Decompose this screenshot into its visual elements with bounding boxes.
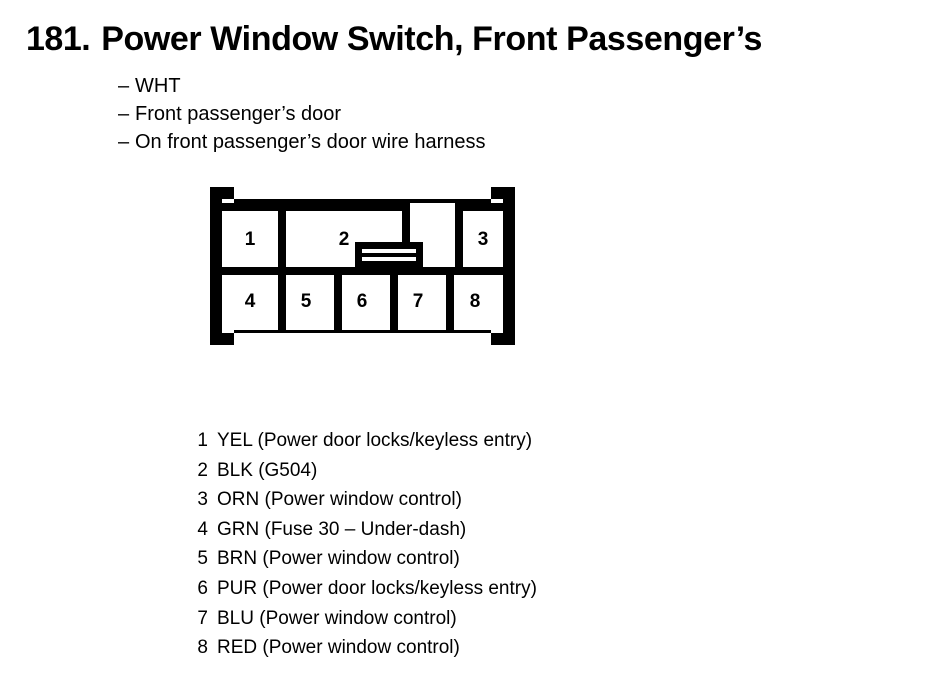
row-divider (222, 267, 503, 275)
cavity-4-5-divider (278, 267, 286, 333)
pin-legend-row: 7 BLU (Power window control) (186, 608, 806, 638)
pin-description: ORN (Power window control) (217, 489, 462, 511)
note-item-label: Front passenger’s door (135, 103, 342, 125)
note-item-label: On front passenger’s door wire harness (135, 131, 486, 153)
latch-tab-slot-upper (362, 249, 416, 253)
dash-bullet-icon: – (118, 131, 130, 153)
top-row-edge (222, 203, 410, 211)
note-item: – Front passenger’s door (118, 100, 718, 128)
dash-bullet-icon: – (118, 75, 130, 97)
connector-outer-shell (210, 187, 515, 345)
pin-description: BLU (Power window control) (217, 607, 457, 629)
pin-number: 7 (197, 607, 208, 629)
page-title-number: 181. (26, 20, 91, 58)
note-item: – On front passenger’s door wire harness (118, 128, 718, 156)
page-title: 181. Power Window Switch, Front Passenge… (26, 20, 906, 66)
pin-description: YEL (Power door locks/keyless entry) (217, 430, 533, 451)
latch-tab-icon (355, 242, 423, 270)
pin-number: 2 (197, 459, 208, 481)
pin-description: RED (Power window control) (217, 637, 460, 659)
pin-legend-row: 4 GRN (Fuse 30 – Under-dash) (186, 519, 806, 549)
cavity-2-right-wall (402, 203, 410, 275)
cavity-3-left-wall (455, 203, 463, 275)
cavity-5-6-divider (334, 267, 342, 333)
pin-legend-row: 1 YEL (Power door locks/keyless entry) (186, 430, 806, 460)
pin-number: 4 (197, 518, 208, 540)
cavity-number-1: 1 (245, 229, 256, 250)
cavity-1-2-divider (278, 203, 286, 275)
pin-number: 5 (197, 548, 208, 570)
pin-description: GRN (Fuse 30 – Under-dash) (217, 518, 467, 540)
cavity-7-8-divider (446, 267, 454, 333)
pin-description: BRN (Power window control) (217, 548, 460, 570)
note-item: – WHT (118, 72, 718, 100)
connector-diagram: 1 2 3 4 5 6 7 8 (200, 178, 525, 356)
page-title-text: Power Window Switch, Front Passenger’s (101, 20, 763, 58)
cavity-number-5: 5 (301, 291, 312, 312)
pin-number: 1 (197, 430, 208, 451)
note-item-label: WHT (135, 75, 181, 97)
cavity-number-3: 3 (478, 229, 489, 250)
cavity-number-7: 7 (413, 291, 424, 312)
pin-legend-list: 1 YEL (Power door locks/keyless entry) 2… (186, 430, 806, 667)
pin-legend-row: 3 ORN (Power window control) (186, 489, 806, 519)
pin-legend-row: 2 BLK (G504) (186, 460, 806, 490)
cavity-number-2: 2 (339, 229, 350, 250)
dash-bullet-icon: – (118, 103, 130, 125)
pin-legend-row: 8 RED (Power window control) (186, 637, 806, 667)
component-notes-list: – WHT – Front passenger’s door – On fron… (118, 72, 718, 156)
cavity-number-6: 6 (357, 291, 368, 312)
pin-legend-row: 5 BRN (Power window control) (186, 548, 806, 578)
pin-legend-row: 6 PUR (Power door locks/keyless entry) (186, 578, 806, 608)
latch-tab-slot-lower (362, 257, 416, 261)
pin-number: 6 (197, 577, 208, 599)
cavity-number-8: 8 (470, 291, 481, 312)
pin-number: 8 (197, 637, 208, 659)
pin-description: BLK (G504) (217, 459, 318, 481)
cavity-6-7-divider (390, 267, 398, 333)
top-row-edge-right (455, 203, 503, 211)
cavity-number-4: 4 (245, 291, 256, 312)
pin-number: 3 (197, 489, 208, 511)
pin-description: PUR (Power door locks/keyless entry) (217, 577, 537, 599)
